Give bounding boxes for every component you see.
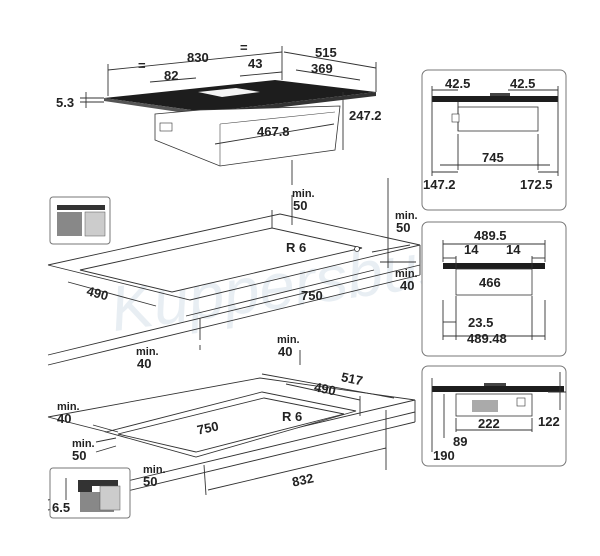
cutout2-min-top-value: 40 xyxy=(278,344,292,359)
section-view-panel: 222 122 89 190 xyxy=(421,365,567,467)
side-dim-147-2: 147.2 xyxy=(423,177,456,192)
cutout2-min50-left-label: min. xyxy=(72,438,95,450)
cutout2-min50-bottom-value: 50 xyxy=(143,474,157,489)
cutout1-min-top-label: min. xyxy=(292,188,315,200)
cutout2-width-832: 832 xyxy=(291,470,315,489)
cutout1-min-top-value: 50 xyxy=(293,198,307,213)
hob-body xyxy=(154,105,341,167)
cutout2-min40-left-label: min. xyxy=(57,401,80,413)
dim-830: 830 xyxy=(187,50,209,65)
dim-467-8: 467.8 xyxy=(257,124,290,139)
cutout-flush: min. 40 517 490 R 6 750 min. 40 min. 50 … xyxy=(47,334,416,511)
side-view-panel: 42.5 42.5 745 147.2 172.5 xyxy=(421,69,567,211)
cutout-hole-1 xyxy=(79,227,363,293)
dim-369: 369 xyxy=(311,61,333,76)
flush-mount-icon: 6.5 xyxy=(49,467,131,519)
front-view-panel: 489.5 14 14 466 23.5 489.48 xyxy=(421,221,567,357)
dim-247-2: 247.2 xyxy=(349,108,382,123)
side-dim-right-42-5: 42.5 xyxy=(510,76,535,91)
cutout2-radius: R 6 xyxy=(282,409,302,424)
extraction-slot xyxy=(198,88,260,97)
side-dim-172-5: 172.5 xyxy=(520,177,553,192)
front-dim-left-14: 14 xyxy=(464,242,479,257)
hob-top-view: = = 830 515 82 43 369 5.3 467.8 247.2 xyxy=(56,40,382,185)
section-dim-122: 122 xyxy=(538,414,560,429)
cutout2-depth-490: 490 xyxy=(313,379,337,398)
cutout1-radius: R 6 xyxy=(286,240,306,255)
side-dim-745: 745 xyxy=(482,150,504,165)
cutout1-min40-right-value: 40 xyxy=(400,278,414,293)
cutout1-min-bottom-label: min. xyxy=(136,346,159,358)
cutout2-min-top-label: min. xyxy=(277,334,300,346)
dim-5-3: 5.3 xyxy=(56,95,74,110)
cutout2-min50-bottom-label: min. xyxy=(143,464,166,476)
dim-eq-right: = xyxy=(240,40,248,55)
cutout1-depth-490: 490 xyxy=(85,283,110,303)
front-dim-23-5: 23.5 xyxy=(468,315,493,330)
front-dim-right-14: 14 xyxy=(506,242,521,257)
section-dim-222: 222 xyxy=(478,416,500,431)
cutout1-min-right-label: min. xyxy=(395,210,418,222)
cutout2-width-750: 750 xyxy=(196,418,220,437)
cutout2-min50-left-value: 50 xyxy=(72,448,86,463)
cutout2-min40-left-value: 40 xyxy=(57,411,71,426)
cutout1-min-right-value: 50 xyxy=(396,220,410,235)
hob-glass-top xyxy=(104,80,376,112)
cutout1-min-bottom-value: 40 xyxy=(137,356,151,371)
front-dim-489-5: 489.5 xyxy=(474,228,507,243)
side-dim-left-42-5: 42.5 xyxy=(445,76,470,91)
dim-82: 82 xyxy=(164,68,178,83)
cutout1-min40-right-label: min. xyxy=(395,268,418,280)
section-dim-190: 190 xyxy=(433,448,455,463)
cutout-surface: min. 50 min. 50 min. 40 R 6 490 750 min.… xyxy=(47,178,421,371)
dim-515: 515 xyxy=(315,45,337,60)
surface-mount-icon xyxy=(49,196,111,245)
front-dim-466: 466 xyxy=(479,275,501,290)
front-dim-489-48: 489.48 xyxy=(467,331,507,346)
cutout-hole-2 xyxy=(117,397,345,453)
dim-43: 43 xyxy=(248,56,262,71)
cutout2-depth-517: 517 xyxy=(340,369,364,388)
cutout1-width-750: 750 xyxy=(301,288,323,303)
section-dim-89: 89 xyxy=(453,434,467,449)
dim-eq-left: = xyxy=(138,58,146,73)
dim-6-5: 6.5 xyxy=(52,500,70,515)
